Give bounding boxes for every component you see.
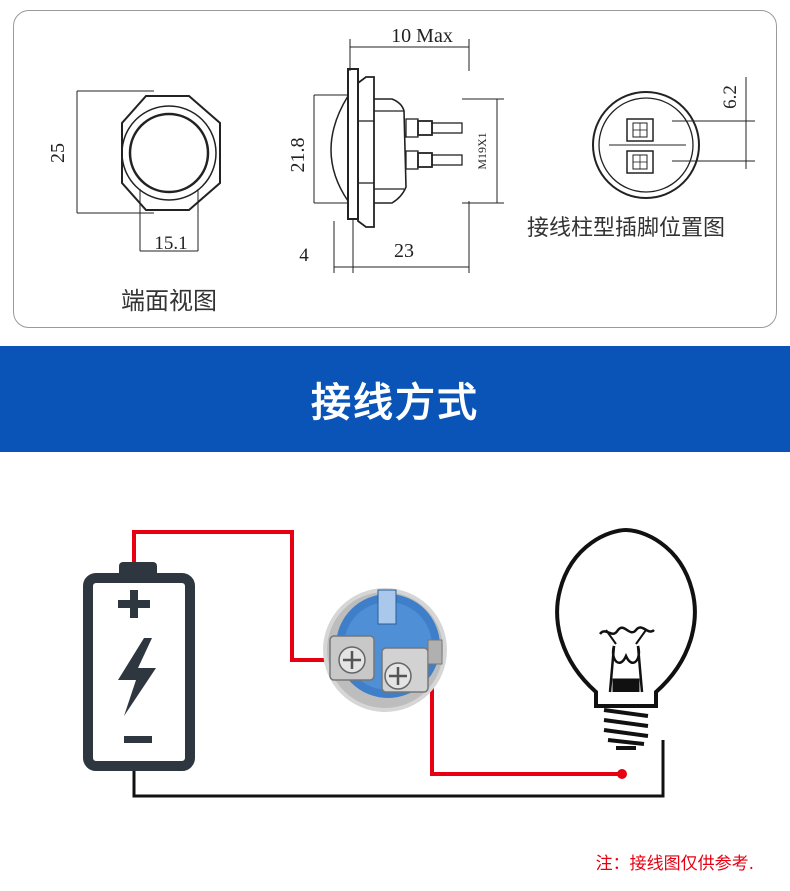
technical-drawing: 25 15.1 端面视图 10 Max 21.8 4 23 M19X1 6.2 … <box>47 25 755 315</box>
end-view-drawing <box>76 90 221 252</box>
side-view-height-label: 21.8 <box>287 138 309 173</box>
wiring-illustration <box>83 527 697 798</box>
end-view-width-label: 15.1 <box>154 233 187 254</box>
terminal-view-caption: 接线柱型插脚位置图 <box>527 216 725 241</box>
ground-wire <box>132 740 665 798</box>
section-title: 接线方式 <box>311 380 479 426</box>
end-view-caption: 端面视图 <box>121 287 217 315</box>
battery-icon <box>83 562 195 771</box>
push-button-switch-image <box>323 588 447 712</box>
terminal-spacing-label: 6.2 <box>720 85 741 109</box>
section-banner: 接线方式 <box>0 346 790 452</box>
wiring-diagram <box>0 470 790 887</box>
wiring-note: 注：接线图仅供参考. <box>595 854 754 874</box>
technical-drawing-panel: 25 15.1 端面视图 10 Max 21.8 4 23 M19X1 6.2 … <box>13 10 777 328</box>
end-view-height-label: 25 <box>47 143 69 163</box>
side-view-drawing <box>313 39 504 273</box>
terminal-view-drawing <box>592 77 755 199</box>
side-view-length-label: 10 Max <box>391 25 453 47</box>
light-bulb-icon <box>555 527 697 750</box>
side-view-body-label: 23 <box>394 240 414 262</box>
bulb-contact-dot <box>617 769 627 779</box>
red-wire <box>132 530 622 776</box>
thread-label: M19X1 <box>475 132 489 169</box>
side-view-flange-label: 4 <box>299 245 309 266</box>
